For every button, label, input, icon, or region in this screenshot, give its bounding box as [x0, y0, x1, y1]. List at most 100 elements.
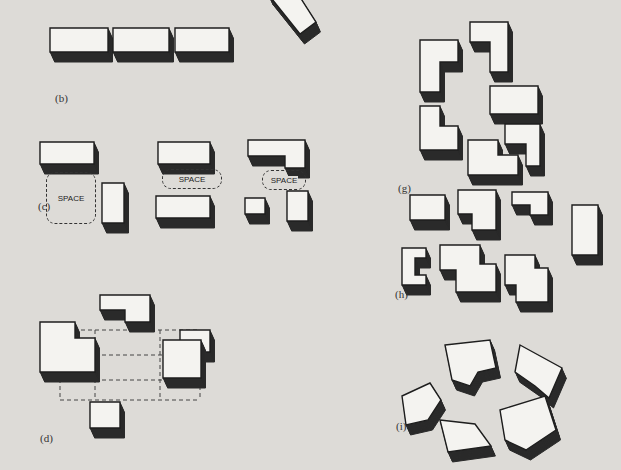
space-label: SPACE: [57, 194, 86, 203]
block-top: [102, 183, 124, 223]
massing-block: [287, 191, 313, 231]
figure-label: (c): [38, 200, 50, 212]
block-top: [505, 255, 548, 302]
block-top: [248, 140, 305, 168]
block-shadow: [40, 143, 94, 165]
block-shadow: [40, 323, 95, 373]
massing-block: [505, 255, 553, 312]
block-top: [445, 340, 496, 386]
figure-label: (g): [398, 182, 411, 194]
block-top: [163, 340, 201, 378]
massing-block: [420, 106, 463, 160]
massing-block: [90, 402, 125, 438]
block-top: [505, 124, 540, 166]
block-shadow: [410, 196, 445, 221]
massing-block: [175, 28, 234, 62]
block-shadow: [402, 249, 426, 286]
massing-block: [163, 340, 206, 388]
block-shadow: [113, 29, 169, 53]
block-top: [40, 142, 94, 164]
block-top: [113, 28, 169, 52]
block-shadow: [268, 0, 316, 35]
space-outline: SPACE: [46, 172, 96, 224]
block-top: [440, 245, 496, 292]
block-shadow: [100, 296, 150, 323]
block-top: [410, 195, 445, 220]
figure-label: (h): [395, 288, 408, 300]
massing-block: [50, 28, 113, 62]
massing-block: [440, 420, 496, 462]
massing-block: [420, 40, 463, 102]
block-shadow: [245, 199, 265, 215]
block-shadow: [445, 341, 496, 387]
block-top: [402, 248, 426, 285]
block-top: [420, 106, 458, 150]
block-top: [490, 86, 538, 114]
block-top: [470, 22, 508, 72]
massing-block: [40, 322, 100, 382]
block-shadow: [490, 87, 538, 115]
massing-block: [470, 22, 513, 82]
block-shadow: [102, 184, 124, 224]
massing-block: [490, 86, 543, 124]
block-shadow: [287, 192, 308, 222]
space-label: SPACE: [270, 176, 299, 185]
block-shadow: [458, 191, 496, 231]
block-top: [268, 0, 316, 34]
block-top: [100, 295, 150, 322]
block-top: [175, 28, 229, 52]
block-shadow: [420, 41, 458, 93]
block-shadow: [470, 23, 508, 73]
massing-block: [268, 0, 321, 44]
block-top: [50, 28, 108, 52]
figure-label: (d): [40, 432, 53, 444]
block-shadow: [90, 403, 120, 429]
massing-block: [445, 340, 501, 396]
block-top: [402, 383, 441, 425]
block-top: [440, 420, 491, 452]
block-shadow: [175, 29, 229, 53]
block-shadow: [440, 421, 491, 453]
block-shadow: [500, 397, 556, 451]
massing-block: [113, 28, 174, 62]
space-label: SPACE: [178, 175, 207, 184]
block-shadow: [572, 206, 598, 256]
block-shadow: [512, 193, 548, 216]
block-shadow: [156, 197, 210, 219]
dashed-grid: [60, 400, 200, 401]
block-top: [420, 40, 458, 92]
block-top: [156, 196, 210, 218]
massing-block: [100, 295, 155, 332]
block-top: [40, 322, 95, 372]
massing-block: [40, 142, 99, 174]
massing-block: [572, 205, 603, 265]
massing-block: [505, 124, 545, 176]
block-shadow: [505, 256, 548, 303]
block-top: [515, 345, 562, 398]
block-top: [158, 142, 210, 164]
massing-block: [440, 245, 501, 302]
block-shadow: [163, 341, 201, 379]
massing-block: [102, 183, 129, 233]
massing-block: [458, 190, 501, 240]
block-top: [90, 402, 120, 428]
massing-block: [245, 198, 270, 224]
block-shadow: [505, 125, 540, 167]
massing-block: [402, 383, 446, 435]
block-top: [245, 198, 265, 214]
block-shadow: [50, 29, 108, 53]
block-shadow: [515, 346, 562, 399]
block-top: [287, 191, 308, 221]
dashed-grid: [160, 330, 161, 400]
massing-block: [402, 248, 431, 295]
massing-block: [410, 195, 450, 230]
space-outline: SPACE: [262, 170, 306, 190]
block-top: [458, 190, 496, 230]
massing-block: [512, 192, 553, 225]
block-top: [500, 396, 556, 450]
massing-block: [248, 140, 310, 178]
block-shadow: [158, 143, 210, 165]
massing-block: [500, 396, 561, 460]
